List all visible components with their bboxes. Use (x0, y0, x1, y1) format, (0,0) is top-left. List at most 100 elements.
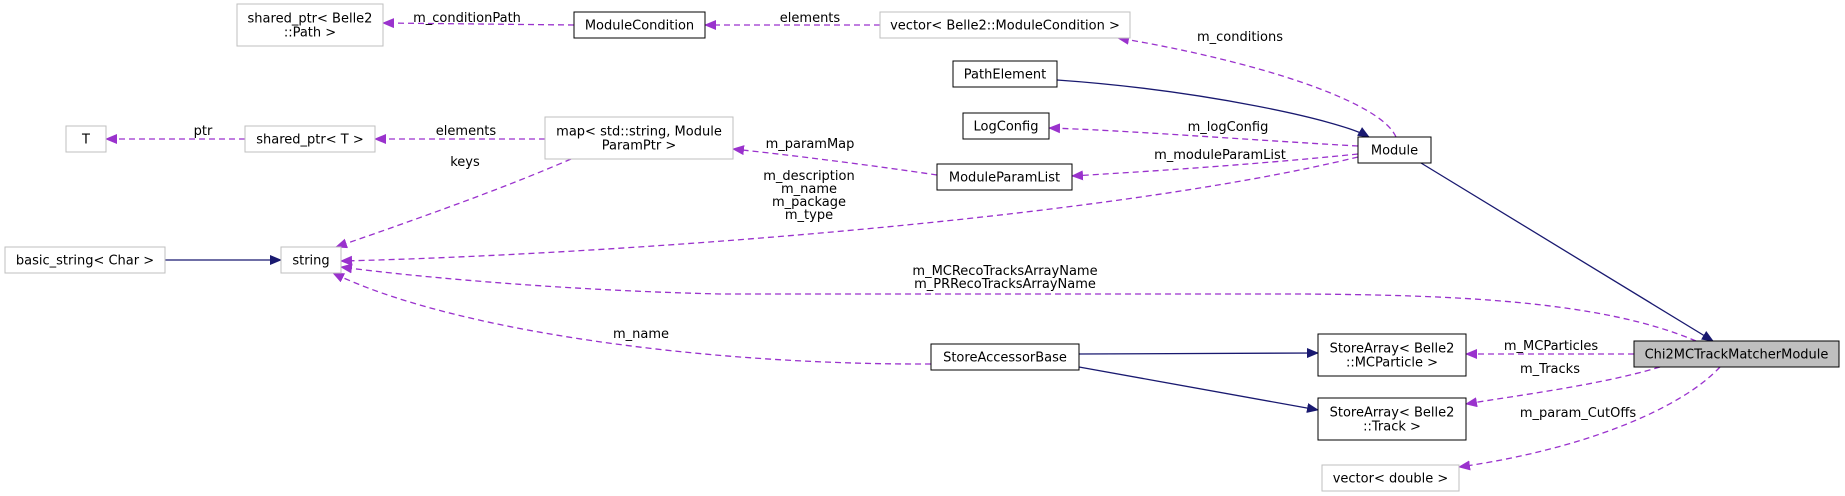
edge-storeaccessor-to-storetrack-inheritance (1078, 366, 1319, 413)
edge-line (1078, 366, 1319, 413)
edge-label-modulecondition-to-vectorcond: elements (780, 11, 841, 26)
class-name: shared_ptr< Belle2 (248, 12, 373, 27)
edge-label-line: m_Tracks (1520, 362, 1580, 377)
edge-label-line: m_conditions (1197, 30, 1283, 45)
class-box (930, 343, 1080, 371)
class-box (65, 125, 107, 153)
edge-line (382, 18, 575, 29)
edge-sharedpath-to-modulecondition-usage (382, 18, 575, 29)
class-box (236, 3, 384, 47)
class-node-module[interactable]: Module (1357, 136, 1432, 164)
edge-label-storemcp-to-chi2: m_MCParticles (1504, 339, 1598, 354)
edge-line (1071, 153, 1359, 181)
class-node-sharedpath[interactable]: shared_ptr< Belle2::Path > (236, 3, 384, 47)
edge-line (340, 156, 1359, 266)
edge-label-line: m_paramMap (766, 137, 855, 152)
class-name: ModuleParamList (949, 171, 1060, 186)
edge-label-storetrack-to-chi2: m_Tracks (1520, 362, 1580, 377)
edge-line (340, 263, 1697, 342)
class-name: vector< double > (1333, 472, 1449, 487)
edge-label-line: m_package (772, 195, 846, 210)
class-box (1357, 136, 1432, 164)
edge-line (1048, 123, 1359, 147)
class-name: Module (1371, 144, 1418, 159)
edge-vectorcond-to-module-usage (1117, 34, 1397, 138)
edge-label-line: ptr (194, 124, 213, 139)
edge-string-to-mapparam-usage (335, 158, 572, 249)
edge-label-sharedT-to-mapparam: elements (436, 124, 497, 139)
edge-label-sharedpath-to-modulecondition: m_conditionPath (413, 11, 521, 26)
edge-label-line: m_type (785, 208, 833, 223)
edge-line (1420, 162, 1714, 342)
edge-label-moduleparamlist-to-module: m_moduleParamList (1154, 148, 1286, 163)
class-box (879, 11, 1131, 39)
edge-label-line: m_MCParticles (1504, 339, 1598, 354)
edge-vectordouble-to-chi2-usage (1458, 366, 1721, 471)
class-box (936, 163, 1073, 191)
class-box (280, 246, 342, 274)
class-node-vectorcond[interactable]: vector< Belle2::ModuleCondition > (879, 11, 1131, 39)
class-name: basic_string< Char > (16, 254, 154, 269)
class-name: shared_ptr< T > (256, 133, 363, 148)
edge-moduleparamlist-to-module-usage (1071, 153, 1359, 181)
class-node-storemcp[interactable]: StoreArray< Belle2::MCParticle > (1317, 333, 1467, 377)
class-node-modulecondition[interactable]: ModuleCondition (573, 11, 706, 39)
class-box (1317, 333, 1467, 377)
class-node-string[interactable]: string (280, 246, 342, 274)
edge-line (732, 145, 938, 176)
class-node-pathelement[interactable]: PathElement (952, 60, 1058, 88)
class-box (4, 246, 166, 274)
class-node-sharedT[interactable]: shared_ptr< T > (244, 125, 376, 153)
edge-label-line: m_moduleParamList (1154, 148, 1286, 163)
edge-line (1465, 366, 1661, 408)
class-name: StoreArray< Belle2 (1330, 406, 1455, 421)
edge-label-line: keys (450, 155, 480, 170)
edge-label-line: m_MCRecoTracksArrayName (912, 264, 1097, 279)
edge-line (335, 158, 572, 249)
class-node-storetrack[interactable]: StoreArray< Belle2::Track > (1317, 397, 1467, 441)
edge-label-mapparam-to-moduleparamlist: m_paramMap (766, 137, 855, 152)
class-node-moduleparamlist[interactable]: ModuleParamList (936, 163, 1073, 191)
edge-string-to-module-usage (340, 156, 1359, 266)
class-node-T[interactable]: T (65, 125, 107, 153)
class-name: string (292, 254, 329, 269)
edge-labels-layer: m_conditionPath elements m_conditions m_log… (194, 11, 1637, 421)
class-node-vectordouble[interactable]: vector< double > (1321, 464, 1460, 492)
class-node-storeaccessor[interactable]: StoreAccessorBase (930, 343, 1080, 371)
edge-label-T-to-sharedT: ptr (194, 124, 213, 139)
class-node-logconfig[interactable]: LogConfig (962, 112, 1050, 140)
edge-label-string-to-storeaccessor: m_name (613, 327, 669, 342)
class-node-chi2[interactable]: Chi2MCTrackMatcherModule (1633, 340, 1840, 368)
class-box (962, 112, 1050, 140)
class-name: Chi2MCTrackMatcherModule (1645, 348, 1829, 363)
edge-line (1458, 366, 1721, 471)
edge-label-logconfig-to-module: m_logConfig (1188, 120, 1269, 135)
edge-label-line: m_logConfig (1188, 120, 1269, 135)
edge-line (1056, 79, 1370, 138)
class-box (952, 60, 1058, 88)
edge-label-vectordouble-to-chi2: m_param_CutOffs (1520, 406, 1636, 421)
class-name: LogConfig (974, 120, 1039, 135)
class-name: ModuleCondition (585, 19, 694, 34)
edge-storetrack-to-chi2-usage (1465, 366, 1661, 408)
edge-label-line: m_param_CutOffs (1520, 406, 1636, 421)
class-name: T (81, 133, 90, 148)
edge-string-to-chi2-usage (340, 263, 1697, 342)
class-box (244, 125, 376, 153)
edge-label-string-to-mapparam: keys (450, 155, 480, 170)
class-name: vector< Belle2::ModuleCondition > (890, 19, 1120, 34)
class-name: ::Track > (1363, 420, 1421, 435)
edge-label-line: m_name (781, 182, 837, 197)
class-name: PathElement (964, 68, 1046, 83)
class-box (573, 11, 706, 39)
class-box (1321, 464, 1460, 492)
edge-label-string-to-chi2: m_MCRecoTracksArrayNamem_PRRecoTracksArr… (912, 264, 1097, 292)
class-node-basicstring[interactable]: basic_string< Char > (4, 246, 166, 274)
edge-label-line: elements (780, 11, 841, 26)
class-box (1633, 340, 1840, 368)
nodes-layer: Chi2MCTrackMatcherModule Module PathElemen… (4, 3, 1840, 492)
edge-string-to-storeaccessor-usage (332, 272, 932, 365)
